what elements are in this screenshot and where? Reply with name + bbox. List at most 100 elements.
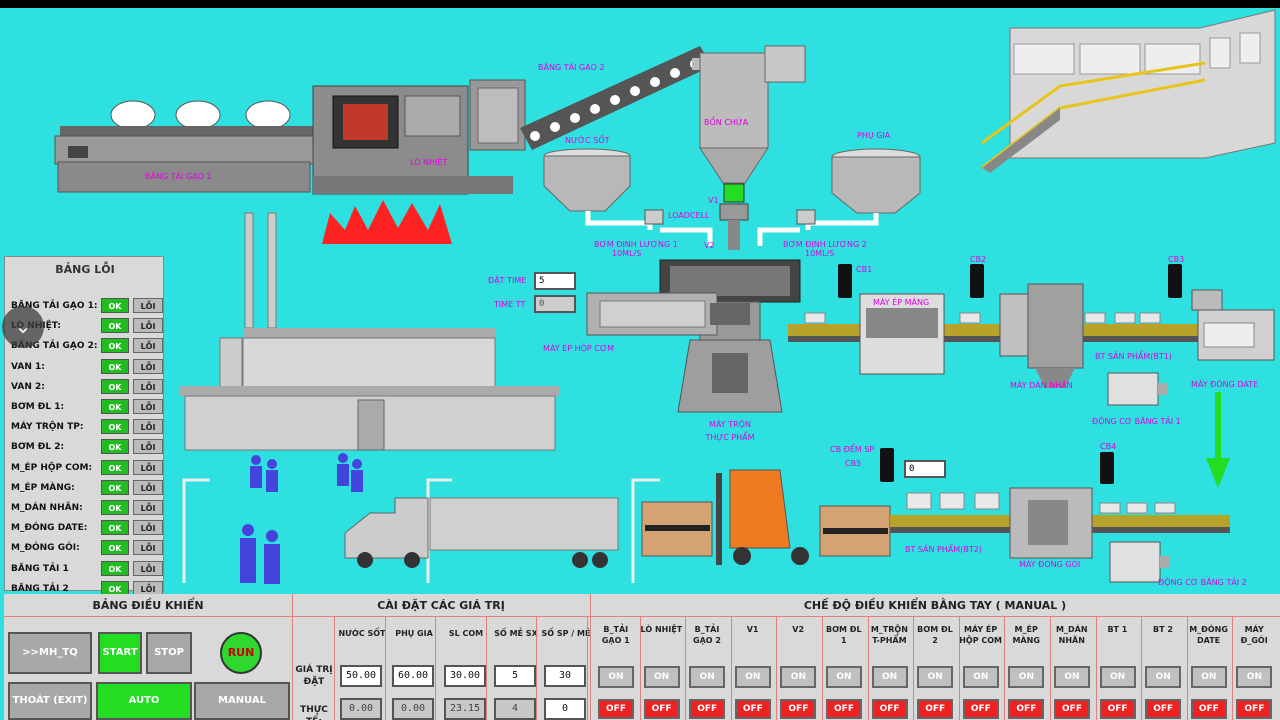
set-value-input[interactable]: 60.00 bbox=[392, 665, 434, 687]
manual-panel-title: CHẾ ĐỘ ĐIỀU KHIỂN BẰNG TAY ( MANUAL ) bbox=[803, 599, 1067, 612]
error-row-label: BĂNG TẢI 2 bbox=[11, 583, 69, 594]
set-value-input[interactable]: 50.00 bbox=[340, 665, 382, 687]
film-press-graphic bbox=[859, 293, 945, 375]
error-indicator: LỖI bbox=[133, 479, 163, 495]
label-pump-2-rate: 10ML/S bbox=[805, 249, 835, 258]
settings-panel-title: CÀI ĐẶT CÁC GIÁ TRỊ bbox=[377, 599, 505, 612]
manual-off-button[interactable]: OFF bbox=[917, 699, 954, 719]
manual-off-button[interactable]: OFF bbox=[1054, 699, 1090, 719]
manual-on-button[interactable]: ON bbox=[826, 666, 862, 688]
manual-on-button[interactable]: ON bbox=[1054, 666, 1090, 688]
manual-off-button[interactable]: OFF bbox=[871, 699, 908, 719]
settings-column-header: NƯỚC SỐT bbox=[338, 629, 386, 638]
set-value-input[interactable]: 5 bbox=[494, 665, 536, 687]
manual-off-button[interactable]: OFF bbox=[689, 699, 726, 719]
manual-on-button[interactable]: ON bbox=[917, 666, 954, 688]
manual-off-button[interactable]: OFF bbox=[826, 699, 862, 719]
forklift-graphic bbox=[641, 469, 891, 565]
label-pump-1: BƠM ĐỊNH LƯỢNG 1 bbox=[594, 240, 678, 249]
settings-column-header: SỐ SP / MẺ bbox=[541, 629, 591, 638]
label-v2: V2 bbox=[704, 241, 715, 250]
food-mixer-graphic bbox=[659, 259, 801, 413]
manual-off-button[interactable]: OFF bbox=[1236, 699, 1273, 719]
actual-value-display: 23.15 bbox=[444, 698, 486, 720]
error-indicator: LỖI bbox=[133, 459, 163, 475]
manual-on-button[interactable]: ON bbox=[780, 666, 817, 688]
ok-indicator: OK bbox=[101, 439, 129, 455]
manual-on-button[interactable]: ON bbox=[643, 666, 680, 688]
manual-off-button[interactable]: OFF bbox=[1008, 699, 1045, 719]
settings-column-header: SL COM bbox=[448, 629, 484, 638]
product-count-display: 0 bbox=[904, 460, 946, 478]
exit-button[interactable]: THOÁT (EXIT) bbox=[8, 682, 92, 720]
set-value-input[interactable]: 30.00 bbox=[444, 665, 486, 687]
packing-machine-graphic bbox=[1009, 487, 1093, 559]
auto-mode-button[interactable]: AUTO bbox=[96, 682, 192, 720]
manual-off-button[interactable]: OFF bbox=[598, 699, 634, 719]
manual-on-button[interactable]: ON bbox=[1236, 666, 1273, 688]
ok-indicator: OK bbox=[101, 560, 129, 576]
start-button[interactable]: START bbox=[98, 632, 142, 674]
date-machine-graphic bbox=[1191, 289, 1275, 361]
overview-screen-button[interactable]: >>MH_TQ bbox=[8, 632, 92, 674]
error-indicator: LỖI bbox=[133, 298, 163, 313]
stop-button[interactable]: STOP bbox=[146, 632, 192, 674]
error-row-label: BƠM ĐL 1: bbox=[11, 402, 65, 412]
manual-on-button[interactable]: ON bbox=[871, 666, 908, 688]
label-cb3: CB3 bbox=[1168, 255, 1185, 264]
manual-column-header: MÁY Đ_GÓI bbox=[1240, 625, 1268, 645]
manual-on-button[interactable]: ON bbox=[734, 666, 771, 688]
manual-on-button[interactable]: ON bbox=[689, 666, 726, 688]
set-time-input[interactable]: 5 bbox=[534, 272, 576, 290]
error-row-label: VAN 1: bbox=[11, 361, 45, 372]
error-row-label: M_ĐÓNG GÓI: bbox=[11, 543, 80, 554]
label-film-press: MÁY ÉP MÀNG bbox=[873, 298, 930, 307]
manual-column-header: BƠM ĐL 2 bbox=[917, 625, 953, 645]
ok-indicator: OK bbox=[101, 459, 129, 475]
error-indicator: LỖI bbox=[133, 520, 163, 536]
manual-on-button[interactable]: ON bbox=[1099, 666, 1136, 688]
manual-on-button[interactable]: ON bbox=[962, 666, 999, 688]
manual-off-button[interactable]: OFF bbox=[1145, 699, 1182, 719]
manual-off-button[interactable]: OFF bbox=[780, 699, 817, 719]
time-actual-display: 0 bbox=[534, 295, 576, 313]
set-value-input[interactable]: 30 bbox=[544, 665, 586, 687]
manual-off-button[interactable]: OFF bbox=[1099, 699, 1136, 719]
office-building-graphic bbox=[981, 9, 1276, 173]
actual-value-row-label: THỰC TẾ: bbox=[300, 705, 328, 720]
control-panel-title: BẢNG ĐIỀU KHIỂN bbox=[92, 599, 204, 612]
label-oven: LÒ NHIỆT bbox=[410, 158, 448, 167]
error-indicator: LỖI bbox=[133, 500, 163, 515]
error-indicator: LỖI bbox=[133, 338, 163, 354]
manual-off-button[interactable]: OFF bbox=[1190, 699, 1227, 719]
manual-mode-button[interactable]: MANUAL bbox=[194, 682, 290, 720]
label-time-actual: TIME TT bbox=[494, 300, 526, 309]
label-box-press: MÁY ÉP HỘP CƠM bbox=[543, 344, 615, 353]
manual-off-button[interactable]: OFF bbox=[643, 699, 680, 719]
manual-on-button[interactable]: ON bbox=[1008, 666, 1045, 688]
manual-off-button[interactable]: OFF bbox=[962, 699, 999, 719]
chevron-down-icon[interactable]: ⌄ bbox=[2, 306, 44, 348]
manual-on-button[interactable]: ON bbox=[1145, 666, 1182, 688]
manual-on-button[interactable]: ON bbox=[1190, 666, 1227, 688]
manual-column-header: LÒ NHIỆT bbox=[640, 625, 683, 634]
label-pump-1-rate: 10ML/S bbox=[612, 249, 642, 258]
manual-column-header: M_ĐÓNG DATE bbox=[1189, 625, 1228, 645]
label-conveyor-bt2: BT SẢN PHẨM(BT2) bbox=[905, 545, 982, 554]
set-value-row-label: GIÁ TRỊ ĐẶT bbox=[295, 665, 333, 687]
people-graphic bbox=[240, 453, 363, 584]
settings-column-header: SỐ MẺ SX bbox=[494, 629, 538, 638]
error-panel: BẢNG LỖI BĂNG TẢI GẠO 1:OKLỖILÒ NHIỆT:OK… bbox=[4, 256, 164, 596]
manual-off-button[interactable]: OFF bbox=[734, 699, 771, 719]
error-indicator: LỖI bbox=[133, 378, 163, 394]
manual-on-button[interactable]: ON bbox=[598, 666, 634, 688]
